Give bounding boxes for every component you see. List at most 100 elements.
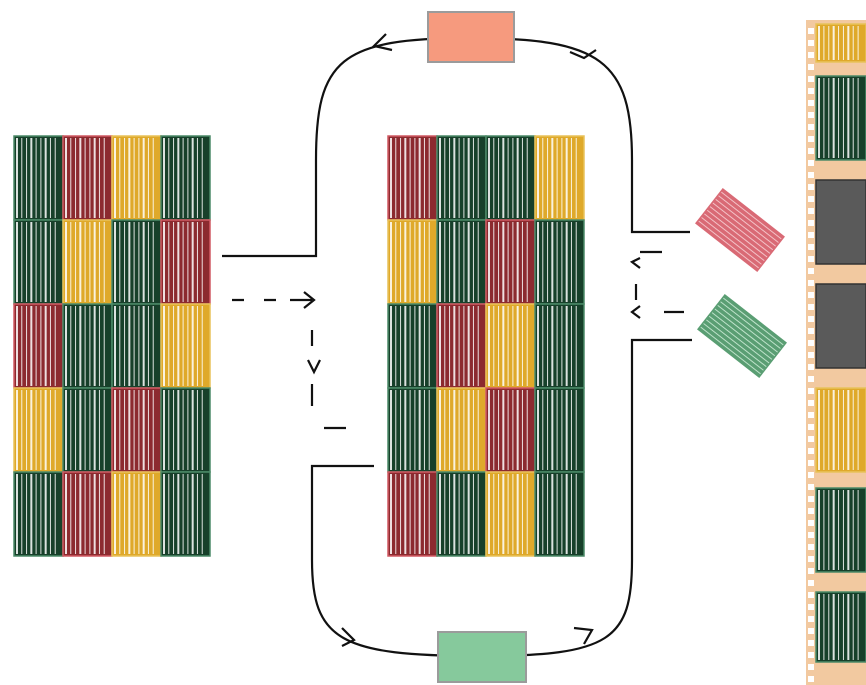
left-grid-tile: [160, 471, 211, 557]
middle-grid-tile: [534, 219, 585, 305]
middle-grid-tile: [436, 219, 487, 305]
sprocket-hole: [808, 628, 814, 634]
left-grid-tile: [160, 135, 211, 221]
top-state-box: [427, 11, 515, 63]
dash-right-arrow: [232, 291, 316, 309]
left-grid-tile: [62, 135, 113, 221]
left-grid-tile: [111, 471, 162, 557]
middle-grid-tile: [485, 387, 536, 473]
sprocket-hole: [808, 568, 814, 574]
left-grid-tile: [62, 219, 113, 305]
middle-grid-tile: [534, 303, 585, 389]
sprocket-hole: [808, 424, 814, 430]
middle-grid-tile: [387, 471, 438, 557]
sprocket-hole: [808, 28, 814, 34]
film-frame: [815, 283, 866, 369]
left-tile-grid: [13, 135, 211, 557]
middle-grid-tile: [387, 303, 438, 389]
sprocket-hole: [808, 64, 814, 70]
left-grid-tile: [13, 219, 64, 305]
left-grid-tile: [62, 387, 113, 473]
middle-grid-tile: [436, 135, 487, 221]
sprocket-hole: [808, 292, 814, 298]
film-frame: [815, 387, 866, 473]
middle-grid-tile: [485, 135, 536, 221]
sprocket-hole: [808, 136, 814, 142]
sprocket-hole: [808, 184, 814, 190]
sprocket-hole: [808, 460, 814, 466]
middle-tile-grid: [387, 135, 585, 557]
middle-grid-tile: [436, 387, 487, 473]
left-grid-tile: [111, 387, 162, 473]
middle-grid-tile: [436, 471, 487, 557]
film-strip: [806, 20, 866, 685]
sprocket-hole: [808, 604, 814, 610]
left-grid-tile: [62, 303, 113, 389]
sprocket-hole: [808, 640, 814, 646]
sprocket-hole: [808, 472, 814, 478]
middle-grid-tile: [387, 219, 438, 305]
sprocket-hole: [808, 436, 814, 442]
sprocket-hole: [808, 592, 814, 598]
left-grid-tile: [13, 387, 64, 473]
sprocket-hole: [808, 484, 814, 490]
sprocket-hole: [808, 580, 814, 586]
sprocket-hole: [808, 676, 814, 682]
left-grid-tile: [160, 387, 211, 473]
sprocket-hole: [808, 160, 814, 166]
sprocket-hole: [808, 340, 814, 346]
sprocket-hole: [808, 496, 814, 502]
sprocket-hole: [808, 388, 814, 394]
sprocket-hole: [808, 196, 814, 202]
sprocket-hole: [808, 88, 814, 94]
middle-grid-tile: [485, 219, 536, 305]
sprocket-hole: [808, 616, 814, 622]
film-frame-tile: [815, 387, 866, 473]
sprocket-hole: [808, 256, 814, 262]
red-slanted-tile: [693, 186, 787, 274]
left-grid-tile: [160, 219, 211, 305]
sprocket-hole: [808, 280, 814, 286]
sprocket-hole: [808, 208, 814, 214]
sprocket-hole: [808, 544, 814, 550]
middle-grid-tile: [485, 303, 536, 389]
film-frame-tile: [815, 23, 866, 63]
left-grid-tile: [160, 303, 211, 389]
sprocket-hole: [808, 556, 814, 562]
arrow-head-bottom-right: [573, 626, 594, 645]
sprocket-hole: [808, 508, 814, 514]
arrow-head-top-right: [569, 49, 597, 60]
sprocket-hole: [808, 412, 814, 418]
middle-grid-tile: [387, 387, 438, 473]
sprocket-hole: [808, 448, 814, 454]
sprocket-hole: [808, 520, 814, 526]
sprocket-hole: [808, 148, 814, 154]
sprocket-hole: [808, 376, 814, 382]
sprocket-hole: [808, 664, 814, 670]
left-grid-tile: [111, 219, 162, 305]
sprocket-hole: [808, 304, 814, 310]
sprocket-hole: [808, 124, 814, 130]
film-frame-tile: [815, 75, 866, 161]
sprocket-hole: [808, 172, 814, 178]
middle-grid-tile: [436, 303, 487, 389]
sprocket-hole: [808, 40, 814, 46]
film-frame: [815, 179, 866, 265]
sprocket-hole: [808, 532, 814, 538]
film-frame: [815, 23, 866, 63]
dash-left-arrow-lower: [630, 305, 684, 319]
middle-grid-tile: [534, 387, 585, 473]
film-frame: [815, 591, 866, 663]
sprocket-hole: [808, 364, 814, 370]
dash-down-arrow: [307, 330, 321, 406]
middle-grid-tile: [485, 471, 536, 557]
dashed-arrows: [232, 250, 684, 430]
sprocket-hole: [808, 352, 814, 358]
bottom-state-box: [437, 631, 527, 683]
sprocket-hole: [808, 268, 814, 274]
sprocket-hole: [808, 400, 814, 406]
left-grid-tile: [62, 471, 113, 557]
dash-left-arrow-upper: [629, 250, 662, 269]
sprocket-hole: [808, 316, 814, 322]
